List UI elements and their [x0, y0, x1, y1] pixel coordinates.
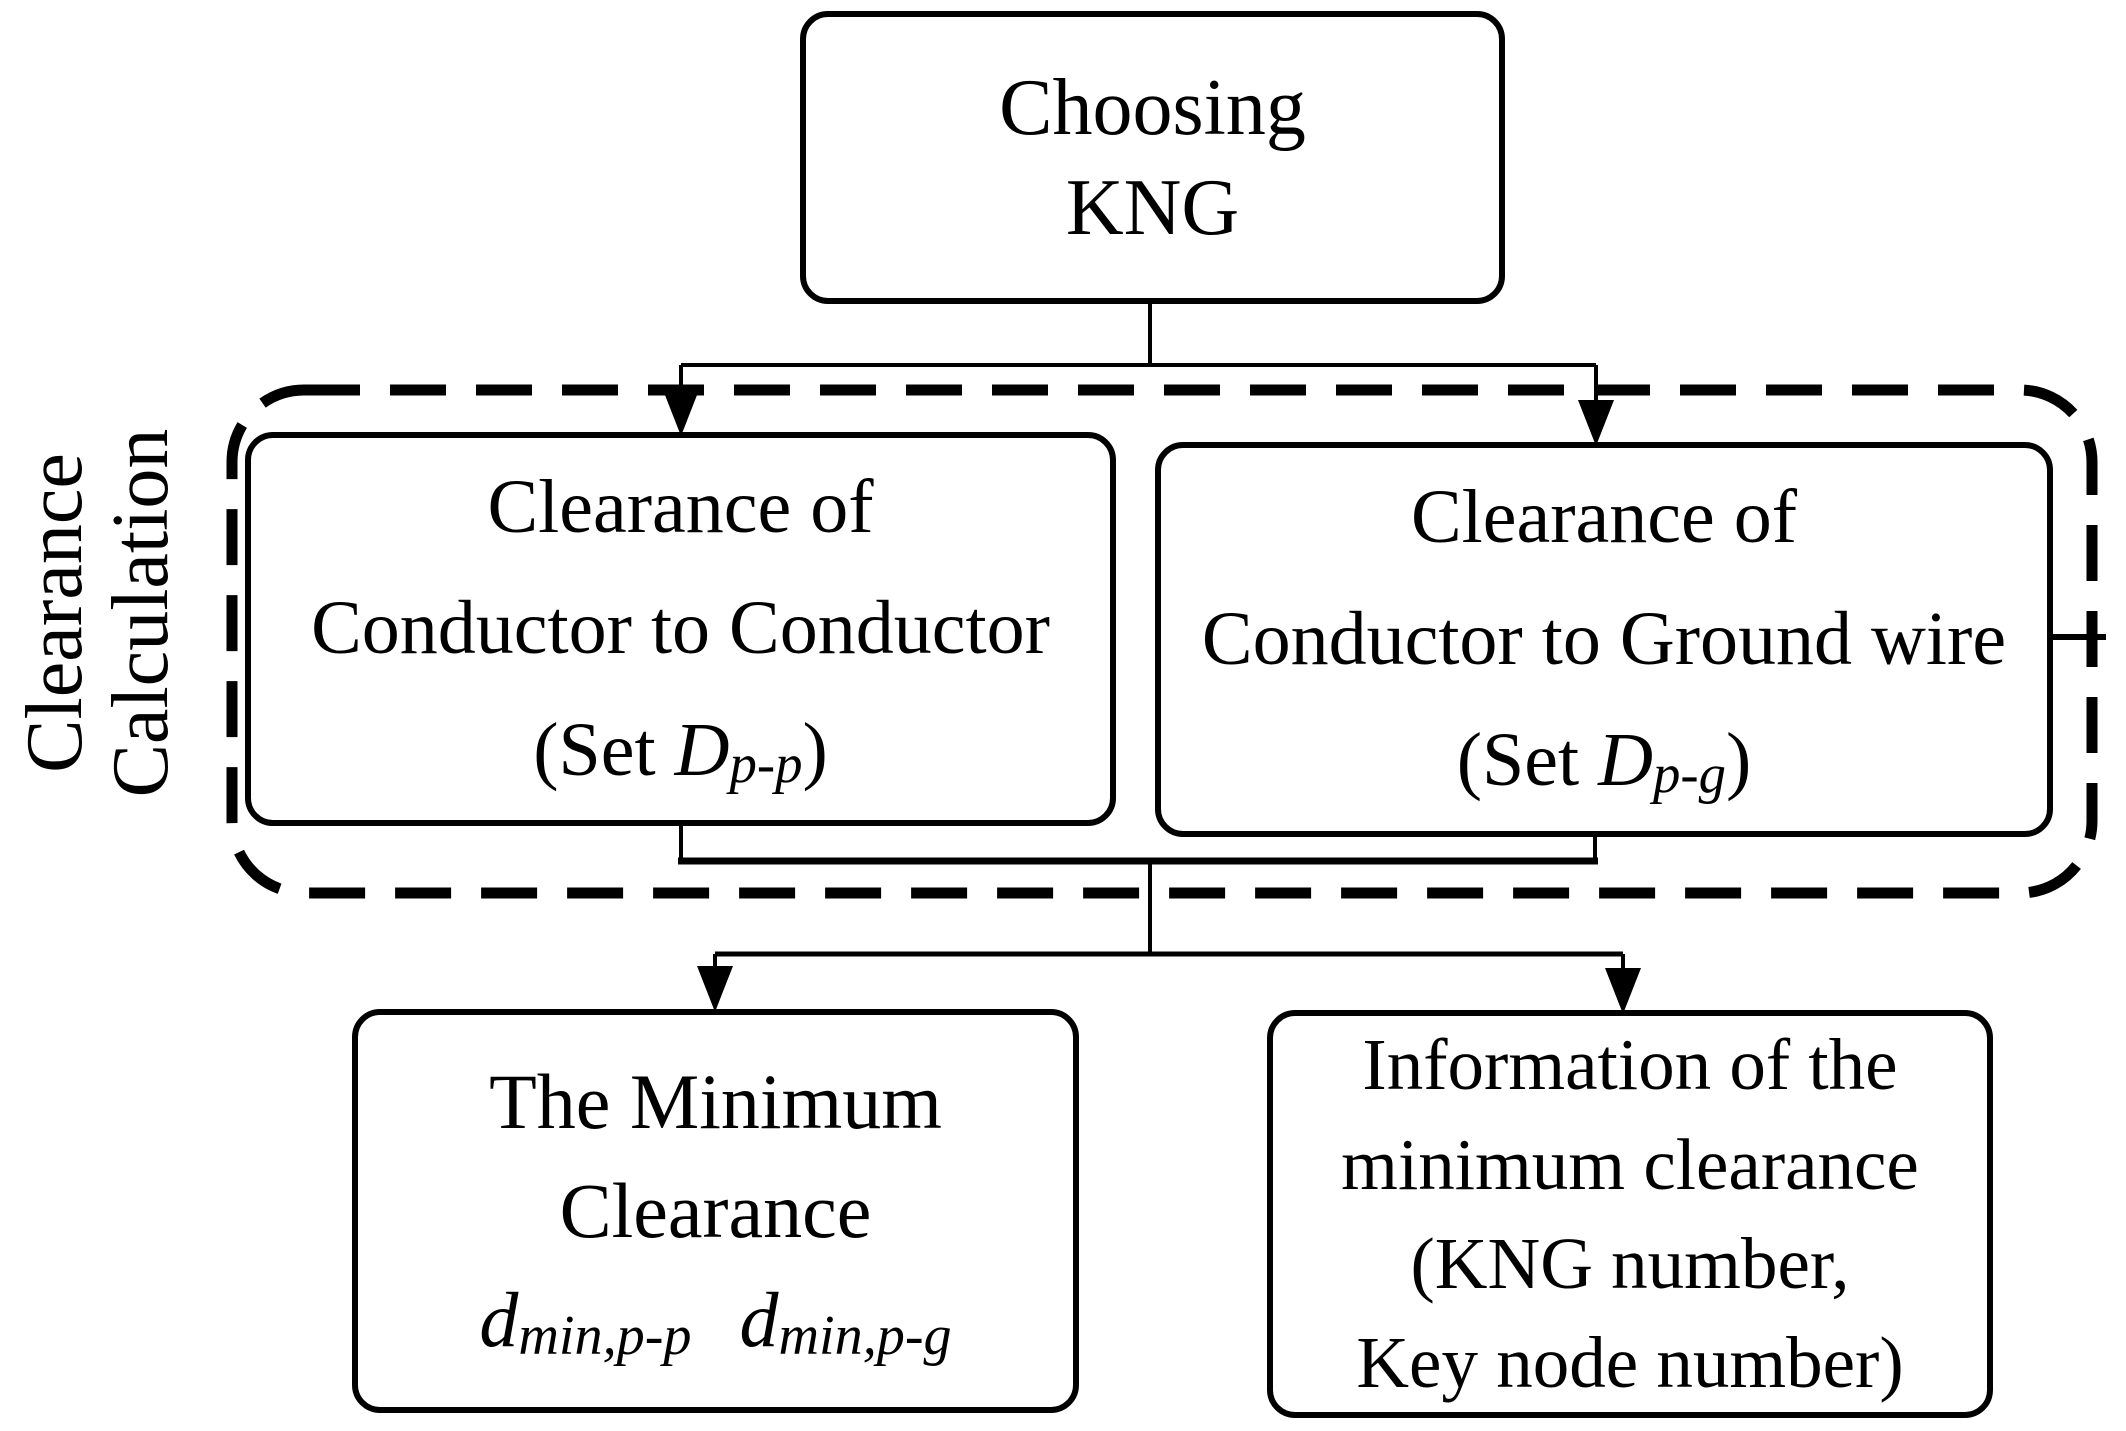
cc-set-prefix: (Set — [533, 707, 675, 792]
cc-set-line: (Set Dp-p) — [533, 690, 828, 812]
mc-term1-subscript: min,p-p — [518, 1304, 692, 1367]
side-label-line2: Calculation — [97, 428, 186, 798]
mc-line1: The Minimum — [489, 1057, 942, 1145]
cg-set-variable: D — [1598, 718, 1654, 803]
clearance-calculation-dashed-frame — [226, 384, 2098, 899]
info-line4: Key node number) — [1356, 1322, 1904, 1404]
cc-line2: Conductor to Conductor — [311, 586, 1050, 671]
mc-term2-variable: d — [739, 1275, 779, 1363]
arrowhead-min-info — [1605, 968, 1641, 1014]
cg-set-prefix: (Set — [1456, 718, 1599, 803]
arrowhead-left-clearance — [663, 390, 699, 436]
node-conductor-to-conductor: Clearance of Conductor to Conductor (Set… — [245, 432, 1116, 826]
side-label-clearance-calculation: Clearance Calculation — [11, 313, 188, 913]
cg-line1: Clearance of — [1410, 475, 1798, 560]
cg-set-subscript: p-g — [1653, 743, 1726, 805]
mc-term2-subscript: min,p-g — [778, 1304, 952, 1367]
cg-line2: Conductor to Ground wire — [1201, 596, 2007, 681]
info-line2: minimum clearance — [1341, 1123, 1919, 1205]
mc-line2: Clearance — [559, 1166, 872, 1254]
node-minimum-clearance-info: Information of the minimum clearance (KN… — [1267, 1010, 1993, 1418]
info-line3: (KNG number, — [1410, 1223, 1850, 1304]
info-line1: Information of the — [1362, 1024, 1898, 1106]
node-choosing-kng: Choosing KNG — [800, 11, 1505, 304]
cg-set-suffix: ) — [1725, 718, 1752, 803]
mc-term1-variable: d — [479, 1275, 519, 1363]
cc-set-subscript: p-p — [729, 733, 803, 795]
side-label-line1: Clearance — [11, 453, 99, 773]
mc-formula-term-pp: dmin,p-p — [479, 1275, 691, 1367]
choosing-line2: KNG — [1065, 163, 1240, 252]
cc-set-variable: D — [674, 707, 730, 792]
mc-formula-term-pg: dmin,p-g — [739, 1275, 952, 1367]
cg-set-line: (Set Dp-g) — [1457, 700, 1752, 822]
node-conductor-to-ground-wire: Clearance of Conductor to Ground wire (S… — [1155, 442, 2053, 837]
cc-set-suffix: ) — [802, 707, 828, 792]
choosing-line1: Choosing — [999, 63, 1306, 152]
arrowhead-right-clearance — [1578, 400, 1614, 446]
arrowhead-min-clearance — [697, 966, 733, 1012]
cc-line1: Clearance of — [487, 464, 874, 549]
